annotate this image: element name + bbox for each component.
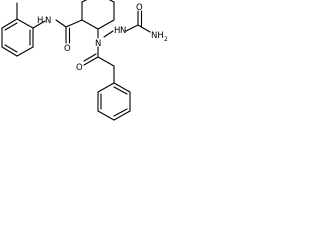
n2-carbonyl-bond — [125, 24, 139, 32]
chemical-structure-diagram: N H O N N H O NH 2 O — [1, 0, 168, 121]
n1-n2-bond — [103, 30, 114, 38]
amide-nh-h-label: H — [37, 16, 43, 26]
nh2-label: NH — [151, 31, 164, 41]
nh2-subscript: 2 — [164, 36, 168, 43]
acyl-ch2-bond — [97, 56, 115, 67]
hydrazine-h-label: H — [114, 26, 120, 36]
acyl-o-label: O — [76, 63, 83, 73]
acyl-co-bond-1 — [83, 56, 99, 66]
urea-nh2-bond — [137, 24, 151, 33]
amide-n-label: N — [45, 16, 51, 26]
aryl-n-bond — [32, 20, 46, 29]
phenyl-ring — [97, 82, 131, 121]
amide-n-c-bond — [55, 19, 67, 28]
tolyl-ring — [1, 18, 34, 57]
hydrazine-n1-label: N — [95, 39, 101, 49]
hydrazine-n2-label: N — [120, 26, 126, 36]
urea-o-label: O — [136, 3, 143, 13]
acyl-co-bond-2 — [83, 53, 97, 62]
cyclohexane-ring — [81, 0, 115, 30]
amide-c-cyclo-bond — [65, 19, 83, 28]
amide-o-label: O — [64, 44, 71, 54]
